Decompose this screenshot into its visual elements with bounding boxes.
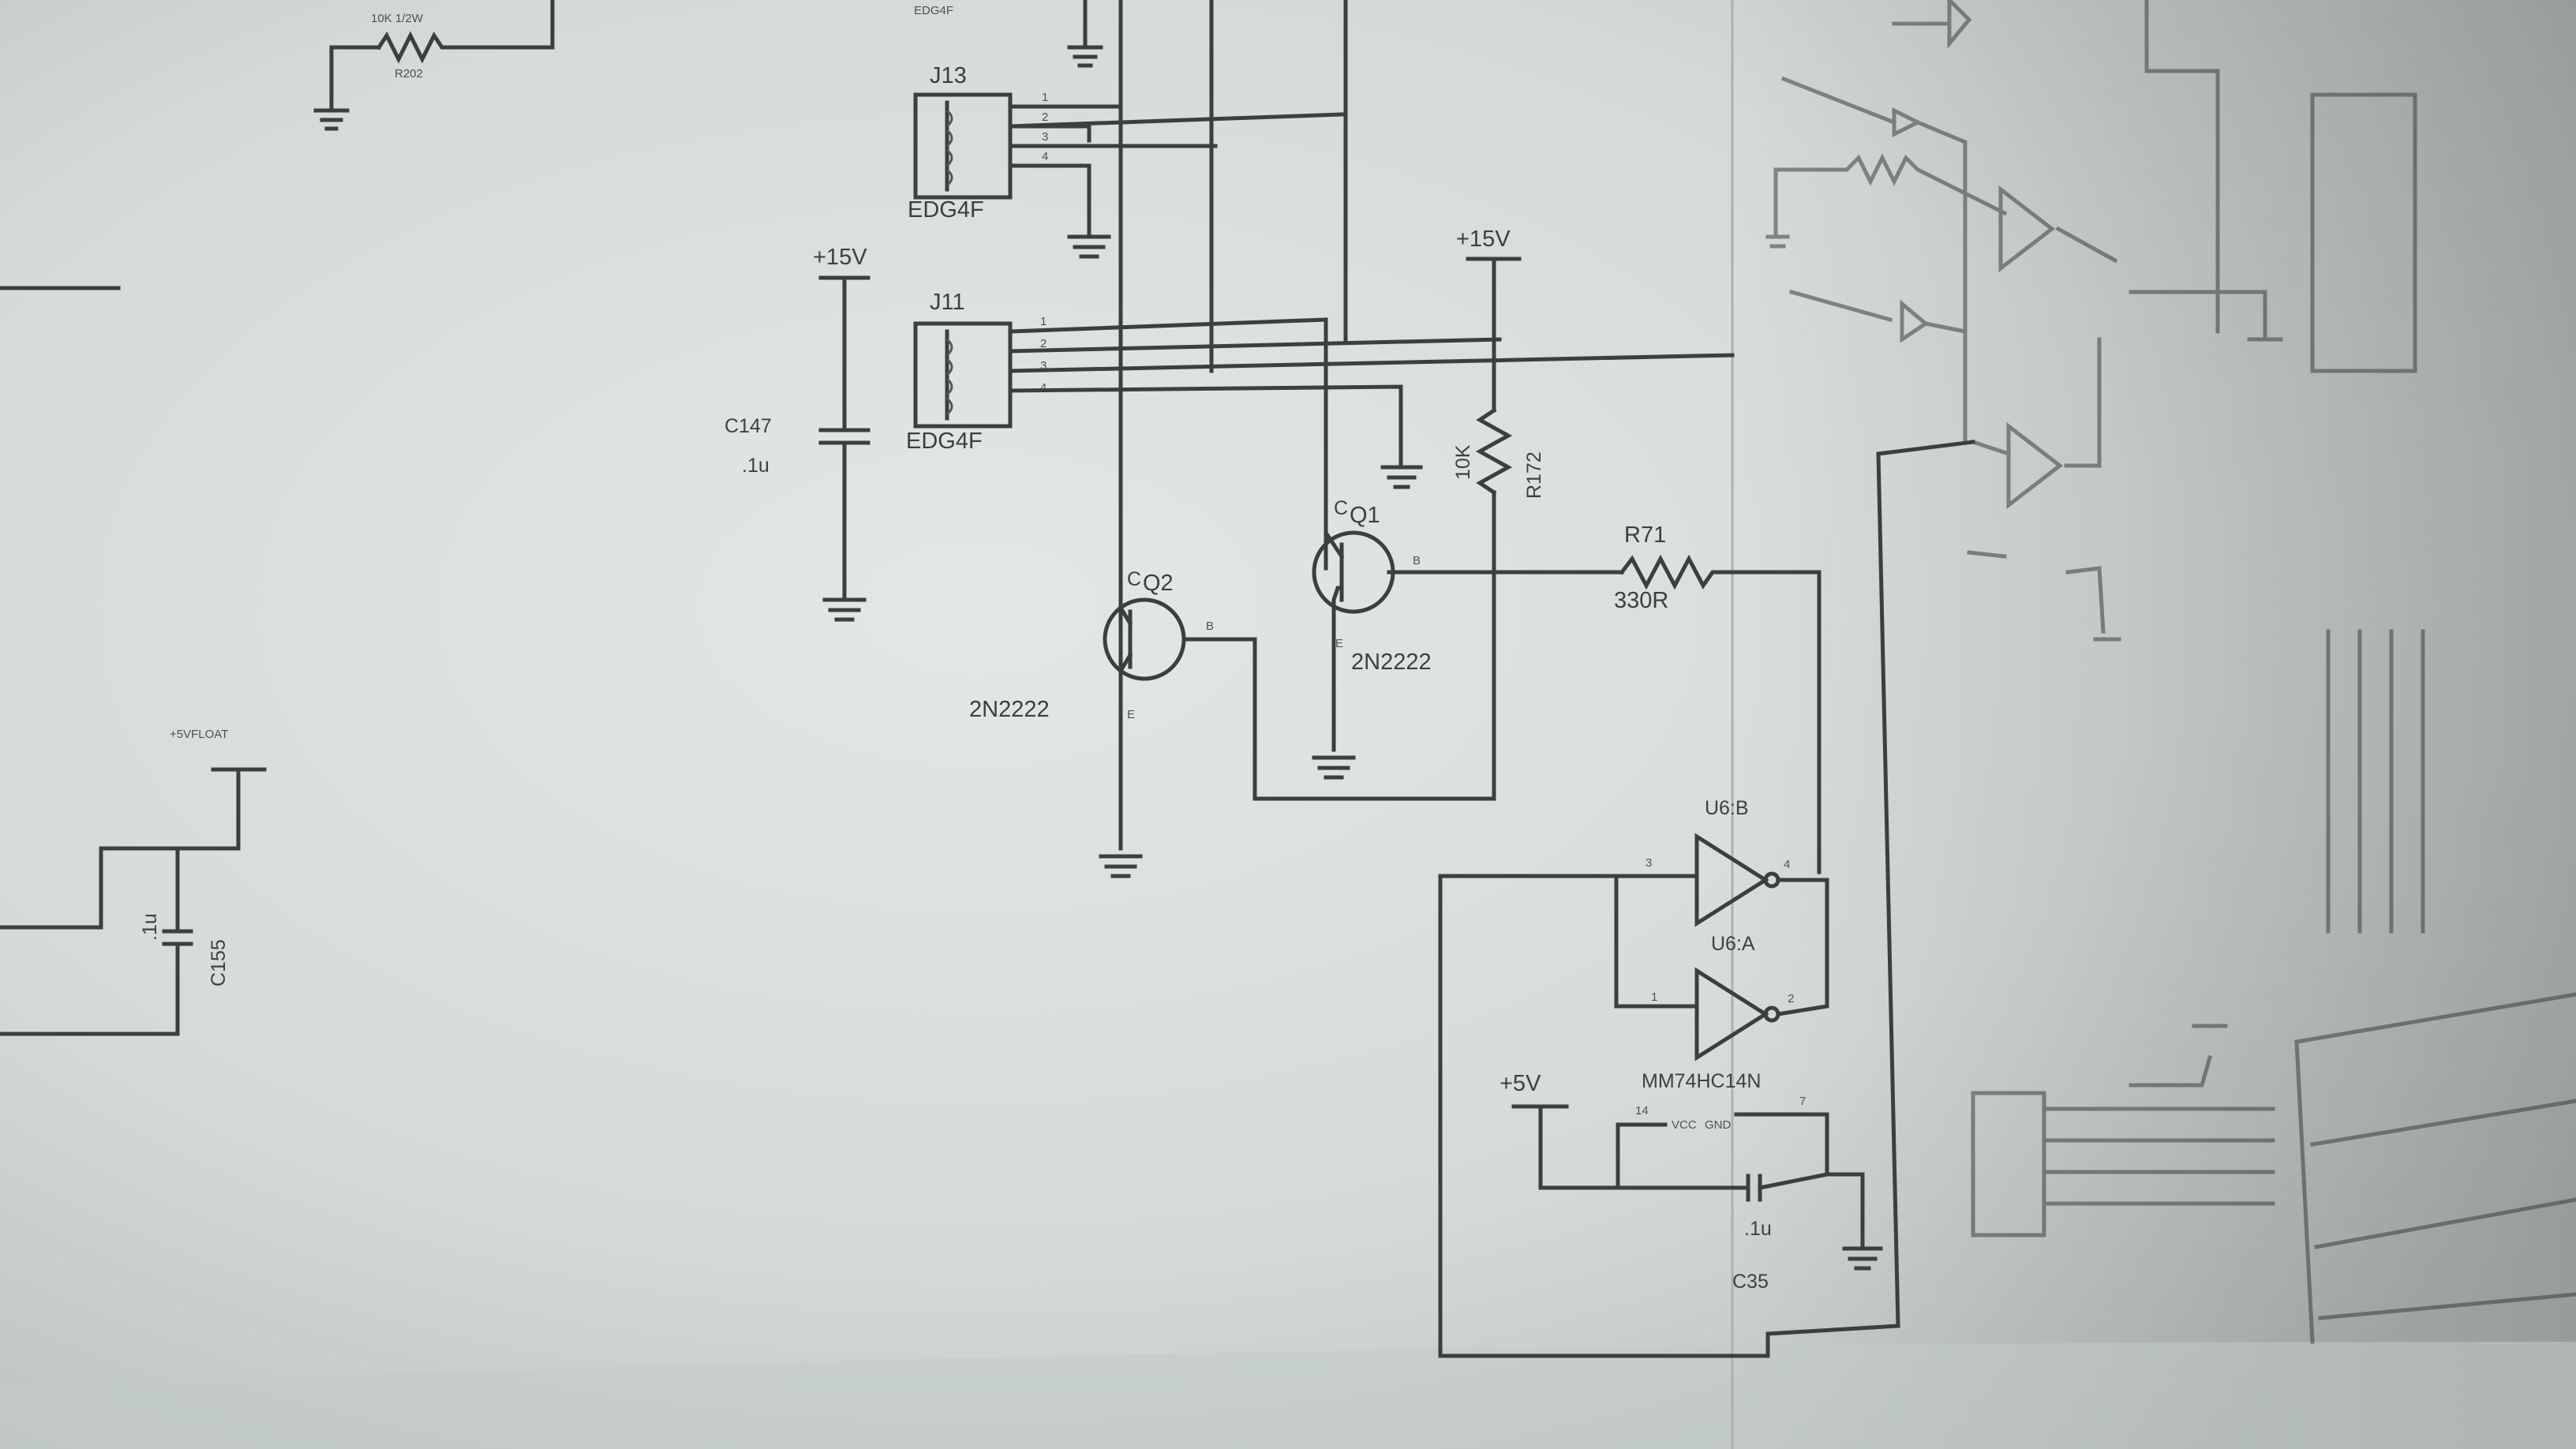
power-5v-label: +5V bbox=[1500, 1071, 1541, 1096]
c147-value: .1u bbox=[742, 455, 769, 477]
q2-pin-b: B bbox=[1206, 620, 1214, 633]
q1-part: 2N2222 bbox=[1351, 650, 1432, 675]
connector-j11: J11 EDG4F 1 2 3 4 bbox=[906, 290, 1735, 571]
u6a-pin-1: 1 bbox=[1651, 990, 1657, 1004]
resistor-r71: R71 330R bbox=[1614, 522, 1822, 874]
j11-ref: J11 bbox=[930, 290, 965, 315]
r172-value: 10K bbox=[1452, 444, 1474, 480]
j11-part: EDG4F bbox=[906, 429, 983, 454]
resistor-r202: 10K 1/2W R202 bbox=[313, 0, 555, 131]
ic-vcc: VCC bbox=[1672, 1118, 1697, 1132]
paper-bottom-shade bbox=[0, 1342, 2576, 1449]
q1-ref: Q1 bbox=[1350, 503, 1380, 528]
ic-part: MM74HC14N bbox=[1642, 1070, 1761, 1092]
u6b-pin-3: 3 bbox=[1646, 856, 1652, 870]
power-15v-left-label: +15V bbox=[813, 245, 867, 270]
q2-part: 2N2222 bbox=[969, 697, 1050, 722]
capacitor-c147: +15V C147 .1u bbox=[724, 245, 871, 622]
r71-value: 330R bbox=[1614, 588, 1668, 613]
ic-pin-7: 7 bbox=[1799, 1095, 1806, 1108]
capacitor-c155: +5VFLOAT .1u C155 bbox=[0, 728, 267, 1036]
j11-pin-4: 4 bbox=[1040, 381, 1046, 395]
ic-gnd: GND bbox=[1705, 1118, 1732, 1132]
c155-ref: C155 bbox=[208, 939, 230, 987]
j13-pin-1: 1 bbox=[1042, 91, 1048, 104]
j13-part: EDG4F bbox=[908, 197, 984, 223]
j13-ref: J13 bbox=[930, 63, 967, 88]
q2-pin-e: E bbox=[1127, 708, 1135, 721]
transistor-q1: C Q1 B E 2N2222 bbox=[1312, 497, 1624, 780]
r71-ref: R71 bbox=[1624, 522, 1666, 548]
c147-ref: C147 bbox=[724, 415, 772, 437]
right-faint-circuitry bbox=[1765, 0, 2576, 1344]
power-5vfloat-label: +5VFLOAT bbox=[170, 728, 228, 741]
u6b-pin-4: 4 bbox=[1784, 858, 1790, 871]
q2-pin-c: C bbox=[1127, 568, 1141, 590]
c35-value: .1u bbox=[1744, 1218, 1772, 1240]
j11-ground bbox=[1380, 465, 1423, 489]
transistor-q2: C Q2 B E 2N2222 bbox=[969, 568, 1496, 878]
u6a-pin-2: 2 bbox=[1788, 992, 1794, 1005]
c155-value: .1u bbox=[139, 913, 161, 941]
q1-pin-c: C bbox=[1334, 497, 1348, 519]
u6a-ref: U6:A bbox=[1711, 933, 1755, 955]
q1-pin-b: B bbox=[1413, 554, 1421, 567]
r202-ref: R202 bbox=[395, 67, 423, 80]
q1-pin-e: E bbox=[1335, 637, 1343, 650]
c35-ref: C35 bbox=[1732, 1271, 1769, 1293]
paper-fold-shade bbox=[1728, 0, 2576, 1449]
u6b-ref: U6:B bbox=[1705, 797, 1749, 819]
j11-pin-2: 2 bbox=[1040, 337, 1046, 350]
r202-value: 10K 1/2W bbox=[371, 12, 424, 25]
j11-pin-1: 1 bbox=[1040, 315, 1046, 328]
r172-ref: R172 bbox=[1523, 451, 1545, 499]
ic-u6: U6:B 3 4 U6:A 1 2 MM74HC14N bbox=[1438, 440, 1975, 1358]
j13-pin-4: 4 bbox=[1042, 150, 1048, 163]
j13-pin-3: 3 bbox=[1042, 130, 1048, 144]
q2-ref: Q2 bbox=[1143, 571, 1174, 596]
j11-pin-3: 3 bbox=[1040, 359, 1046, 373]
power-15v-right-label: +15V bbox=[1456, 227, 1511, 252]
ic-pin-14: 14 bbox=[1635, 1104, 1649, 1118]
connector-j13: J13 EDG4F 1 2 3 4 bbox=[908, 63, 1344, 259]
j13-pin-2: 2 bbox=[1042, 110, 1048, 124]
resistor-r172: +15V 10K R172 bbox=[1452, 227, 1545, 799]
ic-power-section: +5V 14 VCC GND 7 .1u C35 bbox=[1500, 1071, 1883, 1293]
top-connector-part: EDG4F bbox=[914, 4, 953, 17]
top-connector-fragment: EDG4F bbox=[914, 0, 1103, 68]
